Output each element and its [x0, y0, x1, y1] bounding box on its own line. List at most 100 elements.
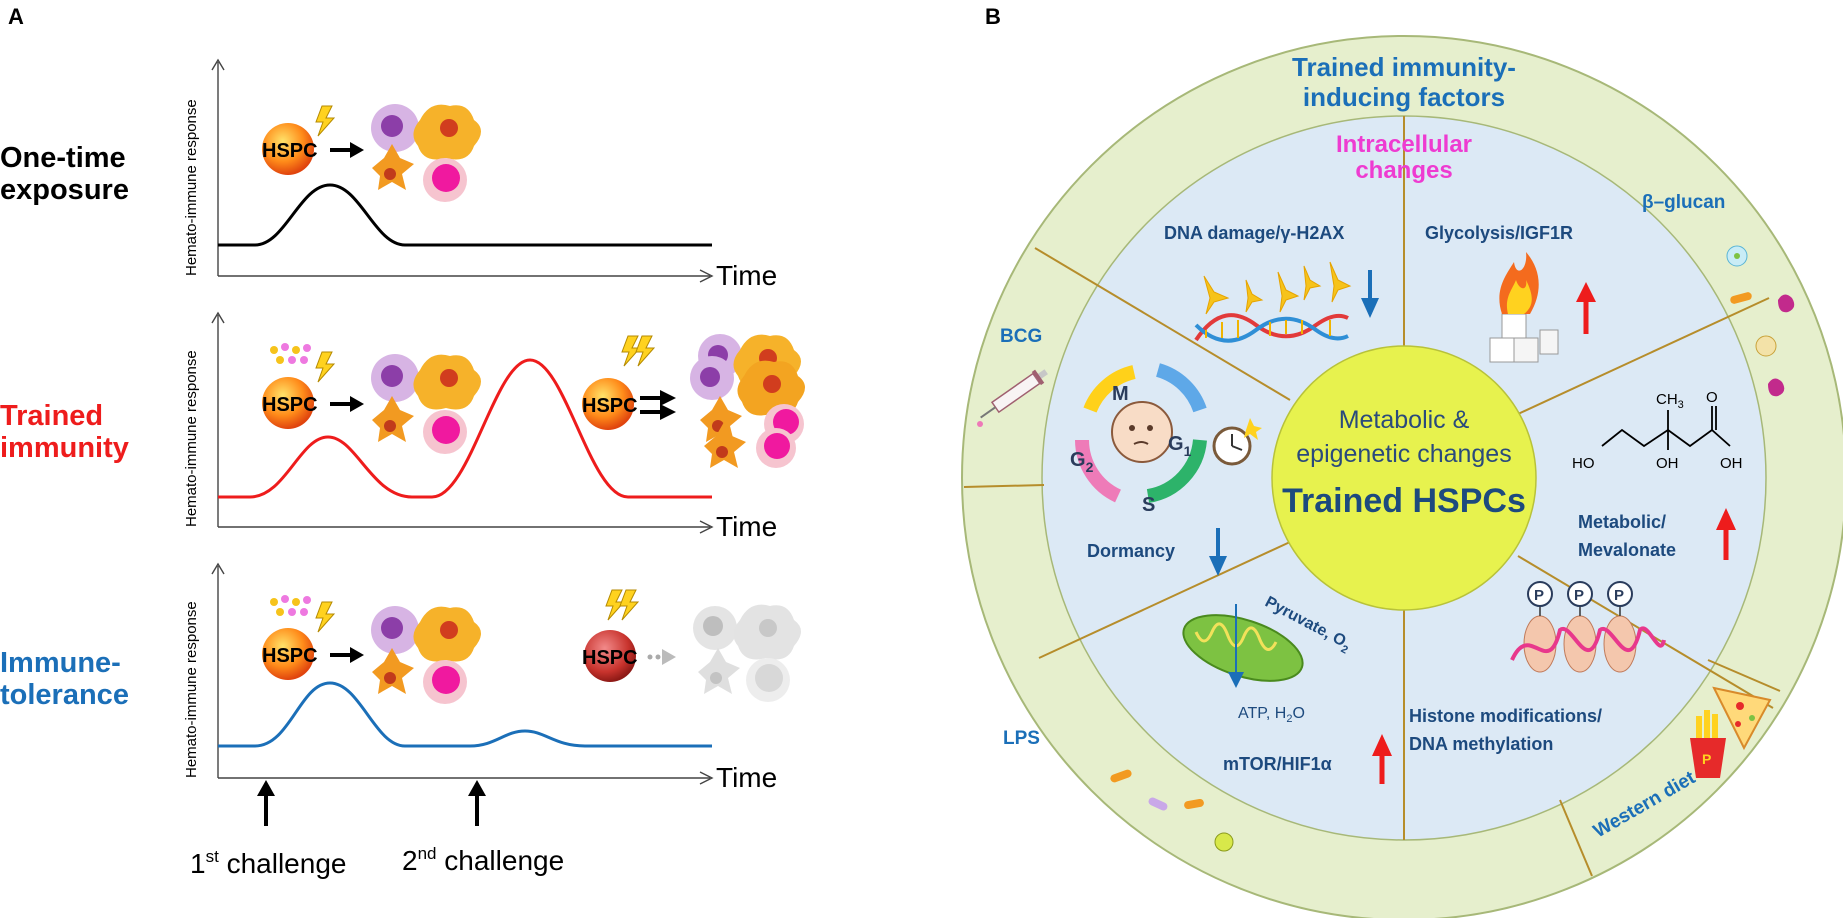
arrow-down-blue-dna	[1361, 270, 1379, 318]
inner-dividers	[1034, 116, 1774, 840]
hspc-row1: HSPC	[262, 123, 318, 175]
differentiation-arrow	[330, 142, 364, 158]
factor-bcg: BCG	[1000, 326, 1042, 347]
label-glycolysis: Glycolysis/IGF1R	[1425, 223, 1573, 243]
y-axis-label-row2: Hemato-immune response	[183, 350, 200, 527]
stimulus-dots-icon	[270, 595, 311, 616]
axes-row2	[211, 311, 714, 534]
row1-title-line2: exposure	[0, 174, 129, 206]
arrow-up-red-glycolysis	[1576, 282, 1596, 334]
row-title-one-time: One-time exposure	[0, 142, 129, 206]
faded-arrow	[647, 649, 676, 665]
alarm-clock-icon	[1212, 418, 1262, 466]
row1-title-line1: One-time	[0, 142, 126, 174]
inner-title-line2: changes	[1355, 157, 1452, 184]
label-dna-damage: DNA damage/γ-H2AX	[1164, 223, 1344, 243]
immune-cells-row1	[371, 104, 481, 202]
center-line2: epigenetic changes	[1296, 440, 1511, 468]
response-curve-one-time	[218, 183, 712, 247]
microbe-icons	[1726, 245, 1795, 397]
immune-cells-row3	[371, 606, 481, 704]
arrow-down-blue-dormancy	[1209, 528, 1227, 576]
dna-helix-icon	[1194, 313, 1349, 343]
challenge-label-2: 2nd challenge	[402, 844, 564, 876]
row-title-trained: Trained immunity	[0, 400, 129, 464]
outer-dividers	[963, 484, 1781, 877]
panel-b-label: B	[985, 4, 1001, 29]
mevalonate-oh1: OH	[1656, 455, 1679, 472]
svg-text:HSPC: HSPC	[582, 647, 638, 669]
panel-a-label: A	[8, 4, 24, 29]
lightning-icon	[315, 601, 336, 633]
challenge-arrow-1	[257, 780, 275, 826]
drop-icon	[977, 421, 983, 427]
response-curve-tolerance	[218, 681, 712, 748]
cell-cycle-icon	[1075, 363, 1207, 503]
arrow-up-red-metabolic	[1716, 508, 1736, 560]
pizza-icon	[1712, 686, 1772, 751]
label-metabolic-line2: Mevalonate	[1578, 540, 1676, 560]
row2-title-line1: Trained	[0, 400, 103, 432]
hspc-row3: HSPC	[262, 628, 318, 680]
outer-title-line1: Trained immunity-	[1292, 52, 1516, 82]
immune-cells-row2-first	[371, 354, 481, 454]
mevalonate-ho: HO	[1572, 455, 1595, 472]
hspc-row2-second: HSPC	[582, 378, 638, 430]
phospho-label-2: P	[1574, 587, 1584, 604]
response-curve-trained	[218, 358, 712, 499]
hspc-row3-second: HSPC	[582, 630, 638, 682]
lightning-icon	[621, 335, 642, 367]
spark-icons	[1203, 261, 1352, 315]
mevalonate-o: O	[1706, 389, 1718, 406]
factor-beta-glucan: β–glucan	[1642, 192, 1725, 213]
row-title-tolerance: Immune- tolerance	[0, 647, 129, 711]
syringe-icon	[980, 369, 1048, 419]
hspc-label: HSPC	[262, 140, 318, 162]
phospho-label-1: P	[1534, 587, 1544, 604]
axes-row3	[211, 562, 714, 785]
label-metabolic-line1: Metabolic/	[1578, 512, 1666, 532]
row3-title-line2: tolerance	[0, 679, 129, 711]
challenge-label-1: 1st challenge	[190, 847, 346, 879]
cell-cycle-g1: G1	[1168, 433, 1192, 459]
x-axis-label-row3: Time	[716, 762, 777, 793]
immune-cells-row3-faded	[693, 604, 801, 702]
inner-title-line1: Intracellular	[1336, 131, 1472, 158]
center-title: Trained HSPCs	[1282, 482, 1526, 520]
axes-row1	[211, 58, 714, 283]
outer-title-line2: inducing factors	[1303, 82, 1505, 112]
svg-text:HSPC: HSPC	[582, 395, 638, 417]
lightning-icon	[315, 351, 336, 383]
arrow-up-red-mtor	[1372, 734, 1392, 784]
hspc-row2: HSPC	[262, 377, 318, 429]
immune-cells-row2-expanded	[690, 334, 805, 468]
stimulus-dots-icon	[270, 343, 311, 364]
x-axis-label-row1: Time	[716, 260, 777, 291]
center-line1: Metabolic &	[1339, 406, 1470, 434]
center-circle: Metabolic & epigenetic changes Trained H…	[1271, 345, 1537, 611]
cell-cycle-m: M	[1112, 383, 1129, 405]
burning-sugar-icon	[1489, 252, 1559, 363]
mevalonate-ch3: CH3	[1656, 391, 1684, 411]
row3-title-line1: Immune-	[0, 647, 121, 679]
lightning-icon	[605, 589, 626, 621]
mitochondrion-icon	[1182, 604, 1304, 688]
lightning-icon	[619, 589, 640, 621]
fries-letter: P	[1702, 751, 1711, 767]
label-histone-line1: Histone modifications/	[1409, 706, 1602, 726]
label-mtor: mTOR/HIF1α	[1223, 754, 1332, 774]
y-axis-label-row1: Hemato-immune response	[183, 99, 200, 276]
bacteria-icons	[1110, 769, 1234, 852]
cell-cycle-g2: G2	[1070, 449, 1094, 475]
mevalonate-structure-icon	[1601, 406, 1731, 450]
phospho-label-3: P	[1614, 587, 1624, 604]
differentiation-arrow	[330, 647, 364, 663]
x-axis-label-row2: Time	[716, 511, 777, 542]
double-arrow	[640, 390, 676, 420]
mevalonate-oh2: OH	[1720, 455, 1743, 472]
label-histone-line2: DNA methylation	[1409, 734, 1553, 754]
row2-title-line2: immunity	[0, 432, 129, 464]
y-axis-label-row3: Hemato-immune response	[183, 601, 200, 778]
cell-cycle-s: S	[1142, 494, 1155, 516]
